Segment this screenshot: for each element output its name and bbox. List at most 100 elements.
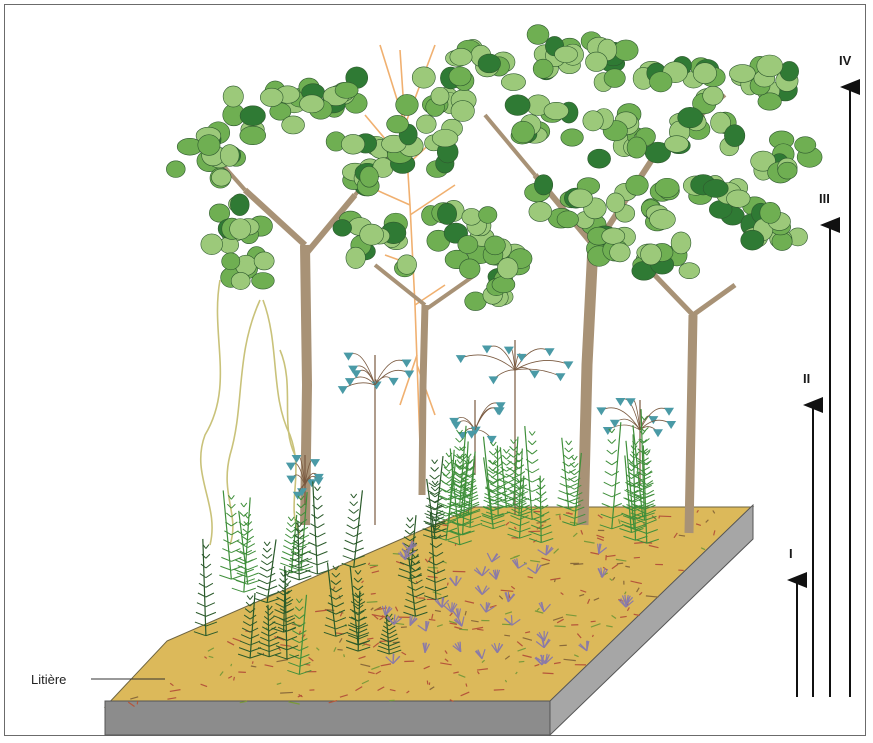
leaf xyxy=(341,134,364,154)
fern-pinna xyxy=(431,487,435,491)
fern-pinna xyxy=(603,493,612,497)
fern-pinna xyxy=(604,482,612,486)
leaf xyxy=(641,244,662,265)
fern-pinna xyxy=(206,545,209,549)
fern-pinna xyxy=(446,472,450,476)
leaf xyxy=(230,219,251,240)
leaf xyxy=(568,189,593,208)
leaf xyxy=(220,145,239,167)
fern-pinna xyxy=(291,523,295,527)
fern-pinna xyxy=(566,441,569,445)
leaf xyxy=(741,230,764,250)
fern-pinna xyxy=(248,536,254,540)
leaf xyxy=(198,135,220,156)
leaf xyxy=(432,129,458,146)
stratum-label-III: III xyxy=(819,191,830,206)
fern-pinna xyxy=(407,518,410,522)
fern-pinna xyxy=(280,578,284,582)
fern-pinna xyxy=(231,575,243,579)
lianas xyxy=(201,280,300,545)
fern-pinna xyxy=(299,540,305,544)
fern-pinna xyxy=(446,480,451,484)
shrub-branch xyxy=(461,355,515,370)
fern-pinna xyxy=(511,439,514,443)
stratum-label-II: II xyxy=(803,371,810,386)
leaf xyxy=(703,86,724,105)
leaf xyxy=(655,178,679,197)
leaf xyxy=(586,52,608,71)
leaf xyxy=(703,179,728,197)
herb-stem xyxy=(486,602,487,612)
leaf xyxy=(527,25,549,45)
fern-pinna xyxy=(569,441,572,445)
fern-pinna xyxy=(317,552,327,556)
shrub-leaf xyxy=(456,355,466,363)
litter-stroke xyxy=(234,677,235,681)
leaf xyxy=(757,55,783,77)
fern-pinna xyxy=(345,540,354,544)
leaf xyxy=(462,208,481,225)
fern-pinna xyxy=(529,431,532,435)
fern-pinna xyxy=(244,503,247,507)
litter-stroke xyxy=(427,681,428,685)
fern-pinna xyxy=(288,517,291,521)
leaf xyxy=(451,101,474,122)
leaf xyxy=(650,72,672,92)
fern-pinna xyxy=(231,566,242,570)
fern-pinna xyxy=(432,460,435,464)
fern-pinna xyxy=(343,556,354,560)
shrub-leaf xyxy=(596,407,606,415)
fern-pinna xyxy=(457,460,460,464)
fern-pinna xyxy=(574,463,578,467)
stratum-label-I: I xyxy=(789,546,793,561)
shrub-branch xyxy=(475,403,501,430)
fern-pinna xyxy=(317,524,324,528)
fern-pinna xyxy=(350,502,354,506)
fern-pinna xyxy=(612,429,615,433)
fern-pinna xyxy=(541,485,545,489)
fern-pinna xyxy=(267,580,276,584)
fern-pinna xyxy=(267,567,274,571)
herb-stem xyxy=(511,615,512,625)
fern-pinna xyxy=(623,498,631,502)
leaf xyxy=(360,224,384,245)
fern-pinna xyxy=(287,523,291,527)
leaf xyxy=(396,94,419,115)
fern-pinna xyxy=(541,498,547,502)
fern-pinna xyxy=(309,533,317,537)
fern-pinna xyxy=(506,449,509,453)
leaf xyxy=(211,169,231,186)
leaf xyxy=(679,263,700,279)
fern-pinna xyxy=(561,476,569,480)
leaf xyxy=(333,220,352,237)
litter-stroke xyxy=(592,635,593,637)
leaf xyxy=(693,63,716,84)
fern-pinna xyxy=(569,483,578,487)
fern-pinna xyxy=(344,548,354,552)
leaf xyxy=(260,88,283,106)
fern-pinna xyxy=(354,509,359,513)
fern-pinna xyxy=(258,580,267,584)
fern-pinna xyxy=(281,557,291,561)
fern-pinna xyxy=(528,441,532,445)
leaf xyxy=(561,129,584,146)
fern-pinna xyxy=(261,561,267,565)
leaf xyxy=(479,207,497,224)
fern-pinna xyxy=(435,487,439,491)
fern-pinna xyxy=(232,588,244,592)
figure-frame: I II III IV Litière xyxy=(4,4,866,736)
leaf xyxy=(729,65,755,83)
fern-pinna xyxy=(502,455,506,459)
fern-pinna xyxy=(284,540,291,544)
leaf xyxy=(627,137,646,158)
fern-pinna xyxy=(259,573,267,577)
fern-pinna xyxy=(267,548,271,552)
leaf xyxy=(335,82,358,98)
fern-pinna xyxy=(317,561,328,565)
canopy-foliage xyxy=(166,25,822,311)
leaf xyxy=(533,59,553,78)
fern-pinna xyxy=(503,449,506,453)
fern-pinna xyxy=(226,513,231,517)
fern-pinna xyxy=(446,464,449,468)
litter-stroke xyxy=(554,579,555,582)
